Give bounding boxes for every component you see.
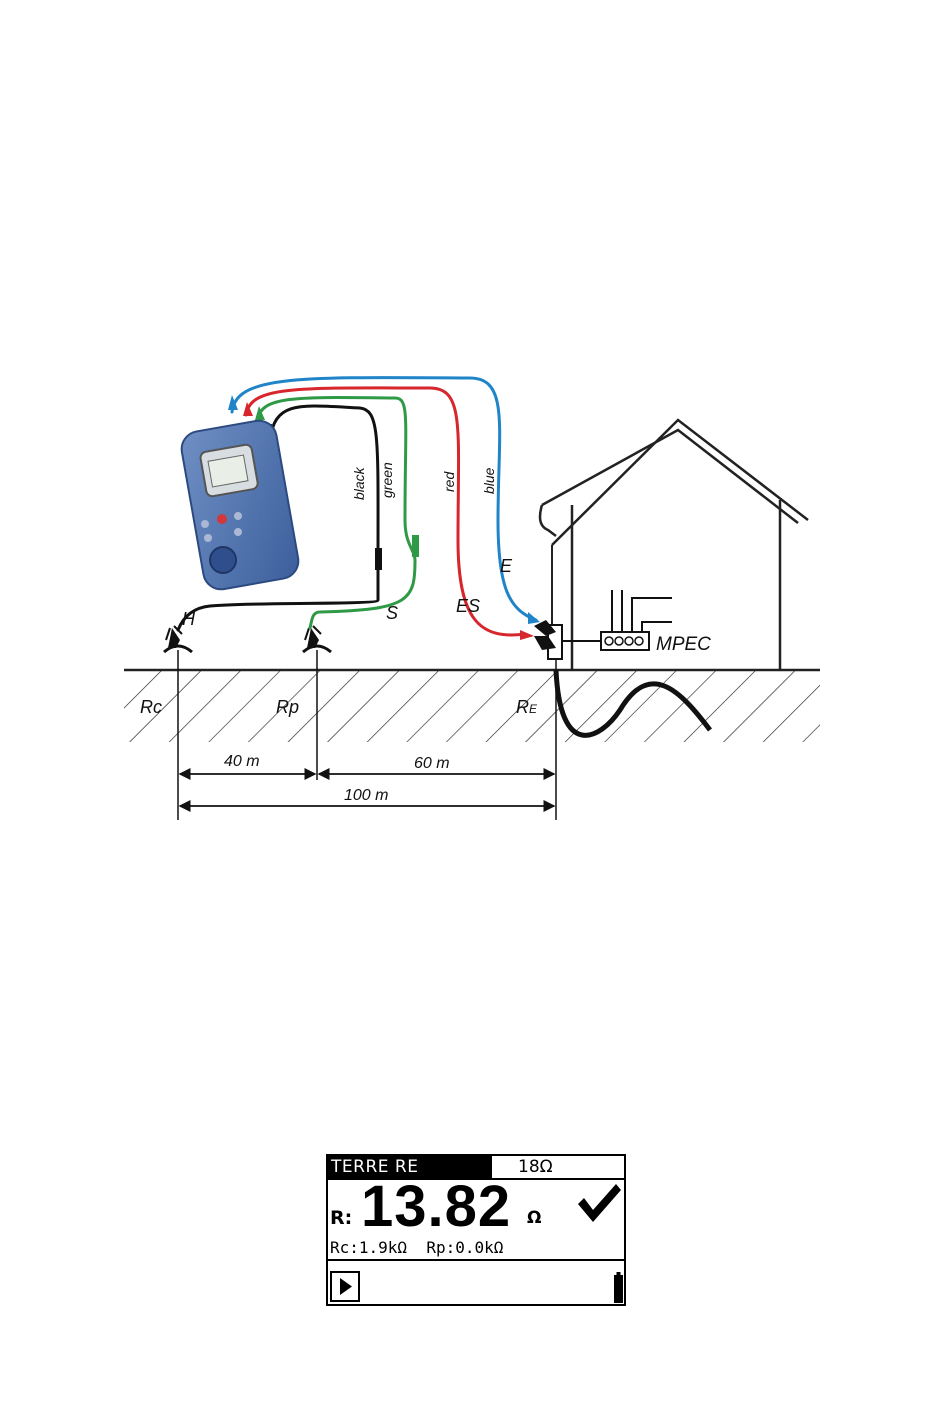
terminal-e-label: E: [500, 556, 513, 576]
battery-icon: [614, 1272, 623, 1303]
ground: [124, 670, 820, 742]
rc-label: Rc: [140, 697, 162, 717]
terminal-h-label: H: [182, 609, 196, 629]
terminal-s-label: S: [386, 603, 398, 623]
lcd-limit-value: 18Ω: [518, 1156, 553, 1178]
earth-tester-instrument: [179, 418, 301, 592]
lcd-sub-results: Rc:1.9kΩ Rp:0.0kΩ: [330, 1238, 503, 1257]
lead-blue-label: blue: [481, 467, 497, 494]
checkmark-icon: [576, 1182, 622, 1224]
rp-label: Rp: [276, 697, 299, 717]
mpec-label: MPEC: [656, 634, 711, 655]
instrument-lcd-display: TERRE RE 18Ω R: 13.82 Ω Rc:1.9kΩ Rp:0.0k…: [326, 1154, 626, 1306]
distance-40m-label: 40 m: [224, 753, 260, 770]
terminal-es-label: ES: [456, 596, 480, 616]
house: [540, 420, 808, 670]
mpec-bar: MPEC: [562, 590, 711, 655]
lead-black-label: black: [351, 466, 367, 500]
play-icon: [330, 1271, 360, 1302]
lcd-divider: [328, 1259, 624, 1261]
lcd-result-unit: Ω: [527, 1208, 541, 1228]
lcd-result-value: 13.82: [361, 1175, 511, 1239]
lead-green-label: green: [379, 462, 395, 498]
earth-resistance-wiring-diagram: MPEC: [0, 0, 950, 1140]
distance-100m-label: 100 m: [344, 787, 388, 804]
lead-red-label: red: [441, 471, 457, 492]
distance-60m-label: 60 m: [414, 755, 450, 772]
lcd-result-label: R:: [330, 1207, 352, 1229]
